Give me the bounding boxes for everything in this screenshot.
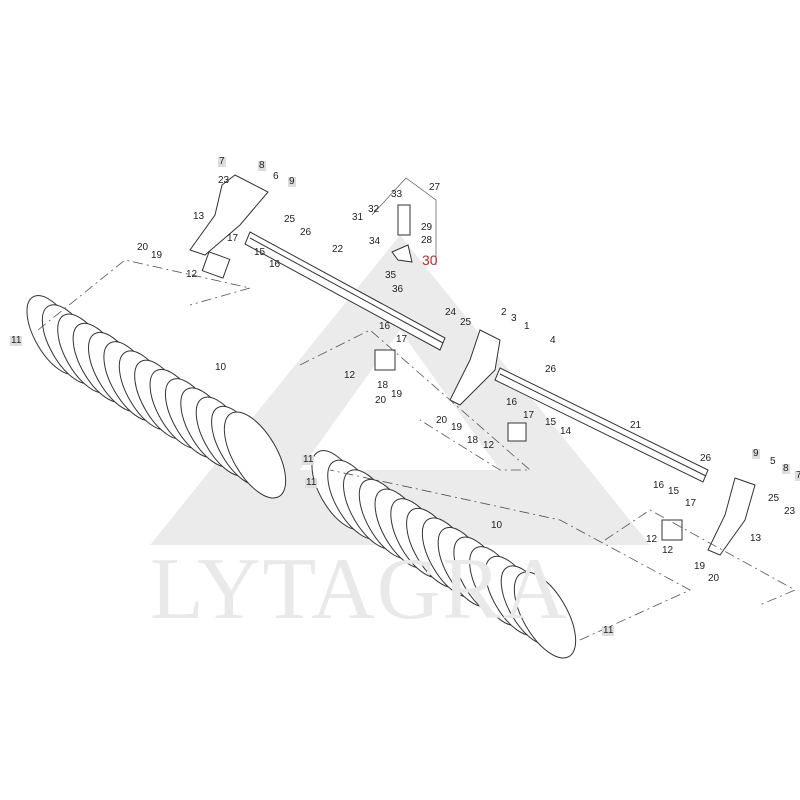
callout-part-10: 10 xyxy=(215,362,227,373)
callout-part-12: 12 xyxy=(186,269,198,280)
callout-part-30: 30 xyxy=(422,252,438,268)
callout-part-21: 21 xyxy=(630,420,642,431)
callout-part-35: 35 xyxy=(385,270,397,281)
callout-part-27: 27 xyxy=(429,182,441,193)
callout-part-8: 8 xyxy=(782,463,790,474)
callout-part-20: 20 xyxy=(708,573,720,584)
callout-part-26: 26 xyxy=(300,227,312,238)
callout-part-11: 11 xyxy=(10,335,23,346)
callout-part-34: 34 xyxy=(369,236,381,247)
callout-part-17: 17 xyxy=(227,233,239,244)
callout-part-31: 31 xyxy=(352,212,364,223)
callout-part-25: 25 xyxy=(284,214,296,225)
callout-part-7: 7 xyxy=(795,471,800,481)
part-28-29 xyxy=(397,204,411,236)
callout-part-25: 25 xyxy=(768,493,780,504)
callout-part-16: 16 xyxy=(379,321,391,332)
bearing-12-right xyxy=(661,519,683,541)
callout-part-19: 19 xyxy=(451,422,463,433)
callout-part-17: 17 xyxy=(396,334,408,345)
callout-part-12: 12 xyxy=(483,440,495,451)
callout-part-16: 16 xyxy=(653,480,665,491)
right-bracket xyxy=(707,477,756,556)
callout-part-7: 7 xyxy=(218,156,226,167)
callout-part-10: 10 xyxy=(491,520,503,531)
callout-part-9: 9 xyxy=(752,448,760,459)
callout-part-33: 33 xyxy=(391,189,403,200)
callout-part-3: 3 xyxy=(511,313,517,324)
callout-part-25: 25 xyxy=(460,317,472,328)
callout-part-29: 29 xyxy=(421,222,433,233)
bearing-12-center xyxy=(374,349,396,371)
callout-part-23: 23 xyxy=(784,506,796,517)
callout-part-20: 20 xyxy=(137,242,149,253)
callout-part-1: 1 xyxy=(524,321,530,332)
callout-part-17: 17 xyxy=(523,410,535,421)
watermark-text: LYTAGRA xyxy=(150,541,569,638)
roller-left xyxy=(26,295,287,499)
callout-part-16: 16 xyxy=(506,397,518,408)
center-bracket xyxy=(449,329,501,406)
callout-part-19: 19 xyxy=(694,561,706,572)
callout-part-18: 18 xyxy=(377,380,389,391)
part-30 xyxy=(391,244,413,263)
callout-part-2: 2 xyxy=(501,307,507,318)
callout-part-5: 5 xyxy=(770,456,776,467)
bearing-12-center-b xyxy=(507,422,527,442)
beam-21 xyxy=(494,367,709,483)
callout-part-26: 26 xyxy=(700,453,712,464)
callout-part-11: 11 xyxy=(602,625,615,636)
callout-part-12: 12 xyxy=(646,534,658,545)
callout-part-4: 4 xyxy=(550,335,556,346)
callout-part-19: 19 xyxy=(391,389,403,400)
callout-part-11: 11 xyxy=(305,477,318,488)
callout-part-14: 14 xyxy=(560,426,572,437)
roller-ring xyxy=(223,411,287,499)
callout-part-26: 26 xyxy=(545,364,557,375)
callout-part-20: 20 xyxy=(375,395,387,406)
callout-part-15: 15 xyxy=(668,486,680,497)
callout-part-32: 32 xyxy=(368,204,380,215)
callout-part-6: 6 xyxy=(273,171,279,182)
callout-part-15: 15 xyxy=(545,417,557,428)
callout-part-36: 36 xyxy=(392,284,404,295)
bearing-12-left xyxy=(201,251,231,279)
callout-part-18: 18 xyxy=(467,435,479,446)
callout-part-12: 12 xyxy=(344,370,356,381)
callout-part-13: 13 xyxy=(750,533,762,544)
callout-part-20: 20 xyxy=(436,415,448,426)
callout-part-8: 8 xyxy=(258,160,266,171)
callout-part-16: 16 xyxy=(269,259,281,270)
callout-part-17: 17 xyxy=(685,498,697,509)
callout-part-15: 15 xyxy=(254,247,266,258)
callout-part-23: 23 xyxy=(218,175,230,186)
callout-part-22: 22 xyxy=(332,244,344,255)
callout-part-13: 13 xyxy=(193,211,205,222)
left-bracket xyxy=(189,174,269,256)
roller-right xyxy=(311,450,577,659)
callout-part-9: 9 xyxy=(288,176,296,187)
beam-22 xyxy=(244,231,446,351)
callout-part-12: 12 xyxy=(662,545,674,556)
callout-part-19: 19 xyxy=(151,250,163,261)
callout-part-28: 28 xyxy=(421,235,433,246)
callout-part-11: 11 xyxy=(302,454,315,465)
watermark-triangle-inner xyxy=(300,330,500,470)
callout-part-24: 24 xyxy=(445,307,457,318)
roller-ring xyxy=(513,571,577,659)
